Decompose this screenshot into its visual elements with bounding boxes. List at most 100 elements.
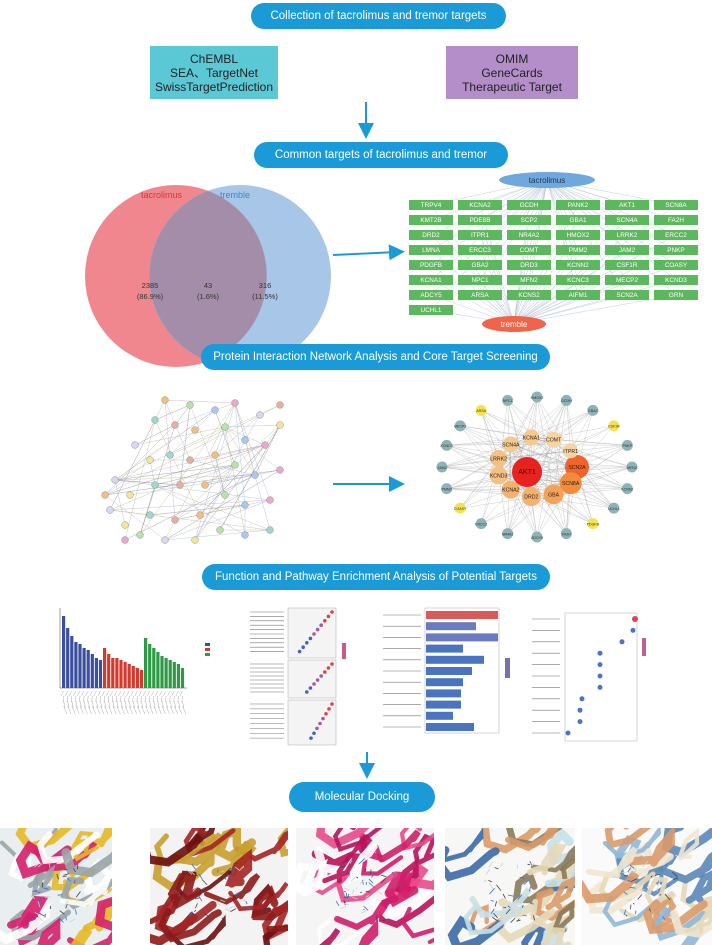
ligand-stick bbox=[625, 914, 628, 917]
tick-mark bbox=[96, 705, 100, 715]
ppi-edge bbox=[214, 454, 226, 496]
core-edge bbox=[498, 439, 554, 459]
core-target-node bbox=[543, 484, 564, 505]
ppi-node bbox=[196, 511, 204, 519]
go-bar-chart bbox=[59, 608, 210, 715]
core-target-label: AKT1 bbox=[518, 469, 536, 476]
tick-mark bbox=[77, 690, 81, 697]
ligand-stick bbox=[531, 863, 535, 867]
go-dot bbox=[330, 610, 334, 614]
ligand-stick bbox=[360, 910, 367, 914]
tick-mark bbox=[75, 705, 80, 715]
outer-target-label: PMM2 bbox=[441, 487, 451, 491]
ligand-stick bbox=[232, 867, 236, 874]
go-dot bbox=[312, 731, 316, 736]
tick-mark bbox=[103, 695, 105, 703]
ppi-edge bbox=[194, 464, 236, 541]
gene-box: PANK2 bbox=[556, 200, 600, 210]
ligand-stick bbox=[645, 890, 650, 894]
ppi-node bbox=[146, 456, 154, 464]
ligand-stick bbox=[363, 905, 369, 911]
ligand-stick bbox=[519, 876, 525, 879]
core-target-label: KCNA1 bbox=[523, 435, 540, 441]
tick-mark bbox=[122, 690, 126, 697]
ligand-stick bbox=[63, 873, 70, 876]
tick-mark bbox=[83, 705, 88, 715]
core-edge bbox=[481, 410, 532, 438]
protein-ribbon bbox=[447, 915, 504, 945]
tick-mark bbox=[144, 695, 146, 703]
tick-mark bbox=[79, 705, 84, 715]
kegg-dot bbox=[577, 707, 583, 713]
ppi-edge bbox=[164, 469, 281, 541]
ligand-stick bbox=[500, 862, 504, 867]
gene-box: KCNA1 bbox=[409, 275, 453, 285]
ligand-stick bbox=[350, 876, 356, 882]
tick-mark bbox=[67, 700, 70, 709]
string-ppi-network bbox=[101, 396, 284, 544]
ligand-stick bbox=[662, 916, 666, 920]
ligand-stick bbox=[391, 871, 395, 876]
go-bar bbox=[148, 644, 152, 688]
tick-mark bbox=[161, 700, 164, 709]
tick-mark bbox=[116, 705, 121, 715]
core-edge bbox=[536, 396, 571, 451]
ligand-stick bbox=[346, 893, 350, 899]
ligand-stick bbox=[371, 872, 376, 878]
ppi-edge bbox=[104, 459, 151, 496]
gene-box: COASY bbox=[654, 260, 698, 270]
tick-mark bbox=[124, 705, 129, 715]
outer-target-node bbox=[560, 394, 572, 406]
protein-ribbon bbox=[585, 846, 638, 878]
kegg-dot bbox=[577, 719, 583, 725]
ppi-edge bbox=[149, 459, 156, 486]
gene-box: TRPV4 bbox=[409, 200, 453, 210]
outer-target-label: NR4A2 bbox=[502, 532, 514, 536]
ligand-stick bbox=[245, 901, 248, 905]
tick-mark bbox=[85, 690, 89, 697]
kegg-dot bbox=[597, 662, 603, 668]
protein-ribbon bbox=[521, 923, 549, 945]
ligand-stick bbox=[230, 908, 237, 912]
ligand-stick bbox=[496, 884, 502, 891]
go-dot bbox=[301, 645, 305, 649]
core-edge bbox=[553, 410, 593, 440]
net-edge bbox=[513, 279, 628, 325]
tacrolimus-node bbox=[499, 172, 595, 188]
ligand-stick bbox=[630, 878, 637, 883]
drug-source-box: ChEMBL SEA、TargetNet SwissTargetPredicti… bbox=[150, 46, 278, 99]
ppi-edge bbox=[234, 402, 246, 506]
tick-mark bbox=[92, 700, 94, 709]
gene-box: SCN8A bbox=[654, 200, 698, 210]
drug-source-2: SEA、TargetNet bbox=[169, 65, 259, 80]
ligand-stick bbox=[235, 891, 241, 896]
protein-ribbon bbox=[540, 926, 572, 945]
ligand-stick bbox=[485, 868, 491, 875]
tick-mark bbox=[129, 705, 133, 715]
core-edge bbox=[536, 439, 554, 538]
tick-mark bbox=[108, 700, 111, 709]
protein-ribbon bbox=[36, 831, 100, 865]
core-edge bbox=[498, 445, 628, 459]
ligand-stick bbox=[621, 879, 628, 884]
tick-mark bbox=[120, 705, 125, 715]
ppi-edge bbox=[224, 426, 246, 536]
ppi-node bbox=[106, 506, 114, 514]
go-bar bbox=[62, 616, 66, 688]
protein-ribbon bbox=[512, 869, 558, 904]
core-edge bbox=[460, 425, 571, 484]
core-edge bbox=[531, 450, 571, 497]
ligand-stick bbox=[365, 894, 370, 898]
core-edge bbox=[553, 439, 628, 446]
tick-mark bbox=[100, 705, 105, 715]
tick-mark bbox=[161, 695, 163, 703]
go-bar bbox=[164, 658, 168, 688]
gene-box: COMT bbox=[507, 245, 551, 255]
net-edge bbox=[430, 279, 515, 325]
protein-ribbon bbox=[214, 828, 257, 862]
ligand-stick bbox=[363, 908, 365, 910]
ppi-node bbox=[241, 531, 249, 539]
gene-box: MFN2 bbox=[507, 275, 551, 285]
tick-mark bbox=[170, 705, 174, 715]
